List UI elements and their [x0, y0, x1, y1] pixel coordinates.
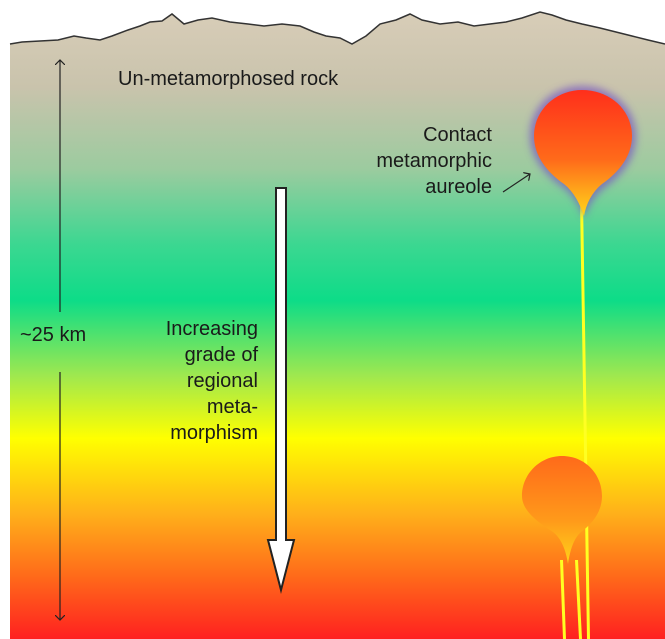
upper-dike — [580, 200, 590, 639]
rock-column — [10, 12, 665, 639]
grade-arrow-icon — [266, 187, 296, 594]
upper-pluton — [534, 90, 632, 216]
contact-aureole-line-1: Contact — [423, 124, 492, 146]
unmetamorphosed-rock-label: Un-metamorphosed rock — [118, 68, 339, 90]
contact-aureole-line-2: metamorphic — [376, 150, 492, 172]
contact-aureole-line-3: aureole — [425, 176, 492, 198]
regional-grade-line-4: meta- — [206, 396, 258, 418]
regional-grade-label: Increasing grade of regional meta- morph… — [120, 316, 258, 446]
regional-grade-line-1: Increasing — [165, 318, 258, 340]
regional-grade-line-2: grade of — [184, 344, 258, 366]
regional-grade-line-3: regional — [186, 370, 258, 392]
aureole-pointer-arrow — [502, 174, 530, 193]
surface-outline — [9, 11, 665, 45]
lower-dike-right — [575, 560, 582, 639]
lower-pluton — [522, 456, 602, 564]
depth-label: ~25 km — [20, 324, 87, 346]
regional-grade-line-5: morphism — [170, 422, 258, 444]
lower-dike-left — [560, 560, 566, 639]
contact-aureole-label: Contact metamorphic aureole — [330, 122, 492, 200]
